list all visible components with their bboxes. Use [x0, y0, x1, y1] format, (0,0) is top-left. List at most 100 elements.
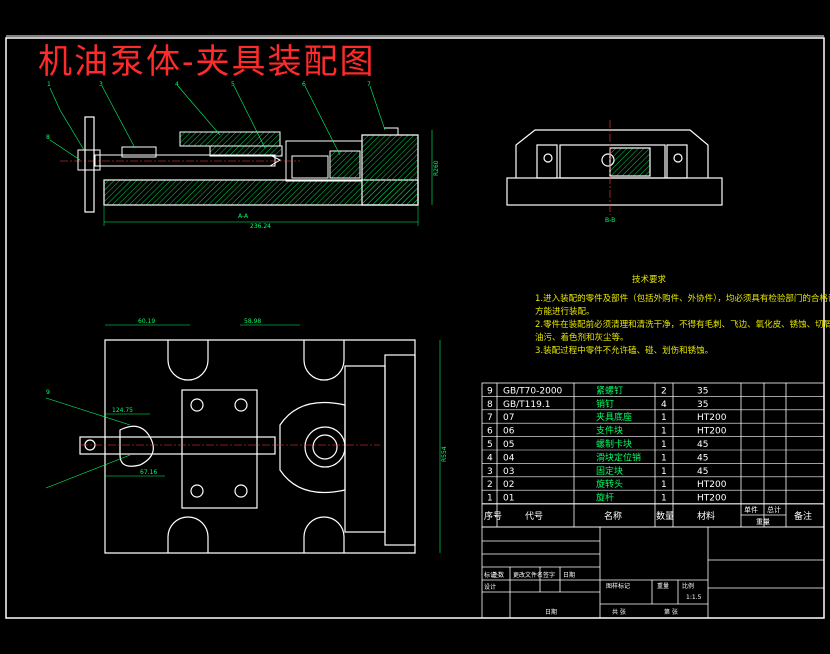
- bom-header-qty: 数量: [656, 510, 674, 522]
- dim-section-label: A-A: [238, 213, 249, 220]
- bom-cell-name: 固定块: [596, 465, 623, 477]
- bom-cell-no: 9: [487, 386, 493, 396]
- tech-req-line-1: 1.进入装配的零件及部件（包括外购件、外协件），均必须具有检验部门的合格证: [535, 293, 830, 304]
- tech-req-line-2: 方能进行装配。: [535, 306, 595, 317]
- bom-cell-no: 5: [487, 440, 493, 450]
- front-leaders: [49, 85, 386, 161]
- tb-drawing-mark: 图样标记: [606, 582, 630, 590]
- bom-cell-mat: HT200: [697, 480, 727, 490]
- bom-cell-name: 销钉: [596, 398, 614, 410]
- tb-count: 处数: [492, 571, 504, 579]
- drawing-frame: [5, 37, 825, 619]
- bom-cell-no: 3: [487, 467, 493, 477]
- bom-cell-qty: 1: [661, 480, 667, 490]
- bom-cell-code: 04: [503, 453, 515, 463]
- front-section-view: [60, 116, 433, 226]
- bom-cell-name: 紧螺钉: [596, 385, 623, 396]
- bom-cell-qty: 1: [661, 453, 667, 463]
- bom-cell-no: 1: [487, 494, 493, 504]
- bom-cell-name: 旋转头: [596, 478, 623, 490]
- bom-cell-qty: 1: [661, 440, 667, 450]
- balloon-1: 1: [47, 81, 51, 88]
- top-view: [79, 339, 416, 554]
- bom-cell-code: GB/T70-2000: [503, 386, 563, 396]
- tech-req-heading: 技术要求: [632, 274, 667, 285]
- bom-header-code: 代号: [525, 511, 543, 522]
- bom-header-name: 名称: [604, 510, 622, 522]
- bom-cell-mat: HT200: [697, 427, 727, 437]
- tech-req-line-3: 2.零件在装配前必须清理和清洗干净，不得有毛刺、飞边、氧化皮、锈蚀、切屑、: [535, 319, 830, 330]
- bom-cell-code: 05: [503, 440, 514, 450]
- bom-cell-qty: 4: [661, 400, 667, 410]
- bom-cell-qty: 1: [661, 494, 667, 504]
- balloon-4: 4: [175, 81, 179, 88]
- bom-cell-code: 07: [503, 413, 514, 423]
- balloon-5: 5: [231, 81, 235, 88]
- tb-scale-value: 1:1.5: [686, 594, 702, 601]
- balloon-7: 7: [367, 81, 371, 88]
- title-block: [481, 526, 825, 619]
- dim-handle-upper: 124.75: [112, 407, 133, 414]
- tb-sheets-total: 共 张: [612, 608, 626, 616]
- bom-header-total: 总计: [767, 505, 781, 514]
- bom-cell-no: 7: [487, 413, 493, 423]
- bom-cell-qty: 1: [661, 413, 667, 423]
- bom-cell-name: 滑块定位销: [596, 451, 641, 463]
- tb-change-doc: 更改文件名: [513, 571, 543, 579]
- tb-scale-label: 比例: [682, 582, 694, 590]
- tech-req-line-4: 油污、着色剂和灰尘等。: [535, 332, 629, 343]
- bom-cell-mat: 35: [697, 400, 708, 410]
- tech-req-line-5: 3.装配过程中零件不允许磕、碰、划伤和锈蚀。: [535, 345, 713, 356]
- dim-handle-lower: 67.16: [140, 469, 157, 476]
- bom-header-remark: 备注: [794, 510, 812, 522]
- balloon-3: 3: [99, 81, 103, 88]
- bom-cell-qty: 1: [661, 427, 667, 437]
- bom-cell-no: 4: [487, 453, 493, 463]
- bom-cell-mat: 45: [697, 467, 708, 477]
- bom-header-weight: 重量: [756, 518, 770, 526]
- dim-top-left: 60.19: [138, 318, 155, 325]
- bom-cell-mat: 45: [697, 453, 708, 463]
- tb-design: 设计: [484, 583, 496, 591]
- bom-cell-mat: HT200: [697, 413, 727, 423]
- side-view: [506, 120, 723, 215]
- bom-cell-mat: 35: [697, 386, 708, 396]
- bom-cell-qty: 1: [661, 467, 667, 477]
- tb-sign: 签字: [543, 571, 555, 579]
- balloon-8: 8: [46, 134, 50, 141]
- tb-weight: 重量: [657, 582, 669, 590]
- bom-cell-code: GB/T119.1: [503, 400, 550, 410]
- bom-cell-qty: 2: [661, 386, 667, 396]
- top-view-dims: [45, 324, 441, 553]
- bom-cell-no: 8: [487, 400, 493, 410]
- balloon-6: 6: [302, 81, 306, 88]
- tb-date: 日期: [563, 571, 575, 579]
- bom-cell-name: 支件块: [596, 425, 623, 437]
- dim-top-height: R554: [441, 446, 448, 462]
- dim-top-right: 58.98: [244, 318, 261, 325]
- tb-mark: 标记: [484, 571, 496, 579]
- drawing-title: 机油泵体-夹具装配图: [38, 42, 376, 82]
- bom-cell-mat: HT200: [697, 494, 727, 504]
- bom-cell-name: 旋杆: [596, 492, 614, 504]
- bom-cell-code: 02: [503, 480, 514, 490]
- bom-cell-name: 螺制卡块: [596, 438, 632, 450]
- bom-cell-mat: 45: [697, 440, 708, 450]
- bom-cell-no: 2: [487, 480, 493, 490]
- bom-cell-code: 06: [503, 427, 515, 437]
- dim-view-b: B-B: [605, 217, 615, 224]
- bom-cell-code: 01: [503, 494, 514, 504]
- bom-header-no: 序号: [484, 510, 502, 522]
- bom-header-mat: 材料: [697, 510, 715, 522]
- dim-overall-length: 236.24: [250, 223, 271, 230]
- balloon-9: 9: [46, 389, 50, 396]
- tb-sheet-no: 第 张: [664, 608, 678, 616]
- bom-cell-no: 6: [487, 427, 493, 437]
- bom-header-unit: 单件: [744, 505, 758, 514]
- dim-height: R260: [433, 160, 440, 176]
- tb-date-2: 日期: [545, 608, 557, 616]
- bom-cell-code: 03: [503, 467, 514, 477]
- bom-cell-name: 夹具底座: [596, 411, 632, 423]
